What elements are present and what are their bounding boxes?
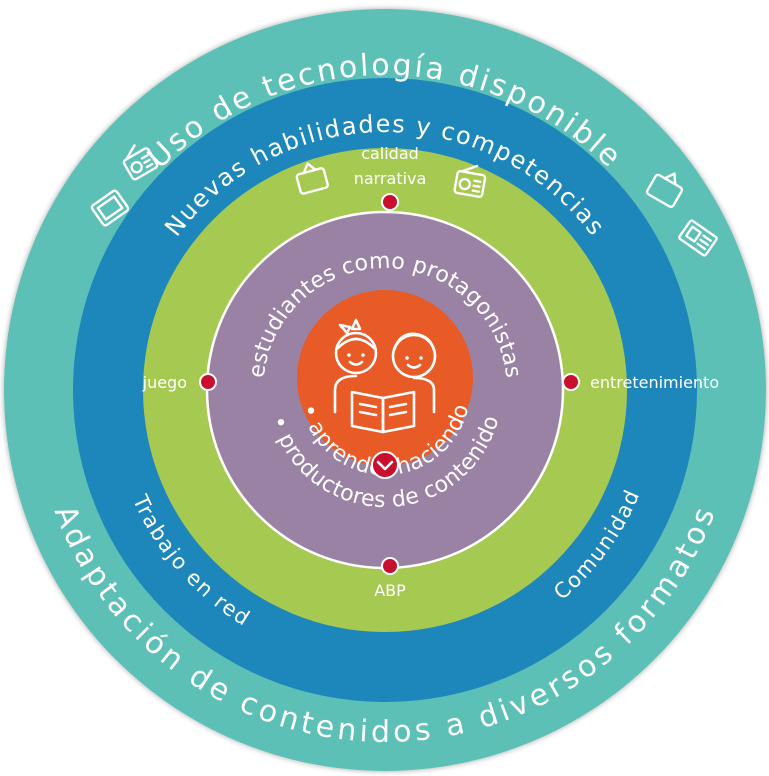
radio-icon (122, 144, 159, 181)
label-narrativa: narrativa (354, 169, 427, 188)
newspaper-icon (678, 219, 718, 257)
tv-icon (645, 172, 684, 208)
label-calidad: calidad (361, 144, 419, 163)
marker-right (562, 373, 580, 391)
chevron-down-icon (371, 451, 399, 479)
tv-icon (295, 162, 329, 195)
marker-top (381, 193, 399, 211)
label-entretenimiento: entretenimiento (590, 373, 719, 392)
children-reading-book-icon (333, 318, 437, 434)
center-circle (297, 290, 473, 466)
marker-left (199, 373, 217, 391)
label-juego: juego (142, 373, 187, 392)
marker-bottom (381, 557, 399, 575)
tablet-icon (90, 189, 130, 227)
point-markers (199, 193, 580, 575)
radio-icon (453, 164, 487, 198)
label-abp: ABP (374, 581, 406, 600)
